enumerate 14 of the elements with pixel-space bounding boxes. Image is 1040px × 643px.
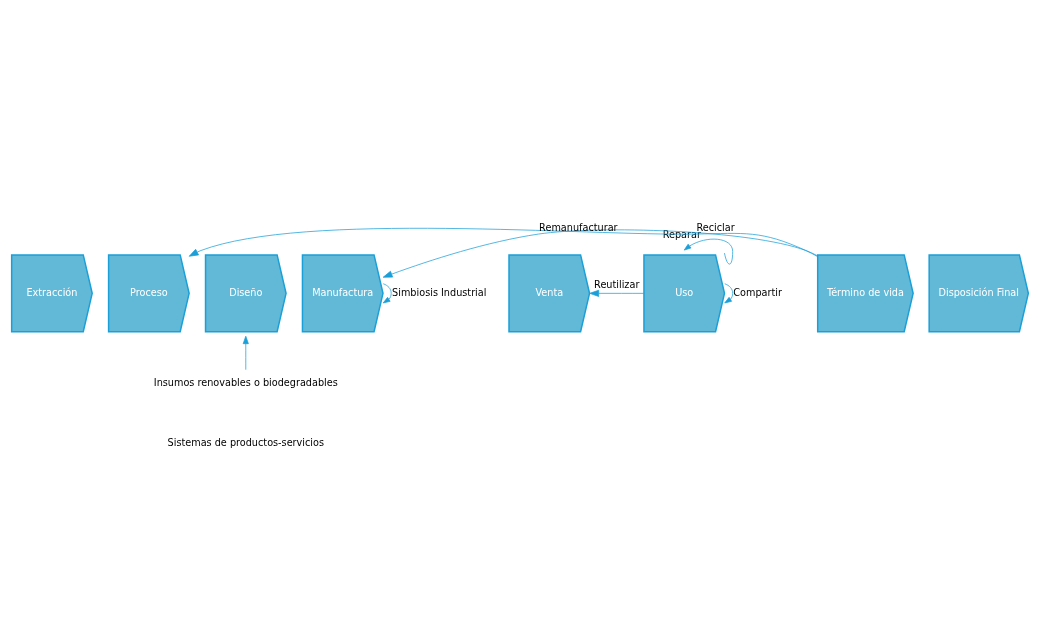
arrow [242, 335, 249, 371]
arrow [382, 229, 818, 278]
arrow [683, 238, 734, 265]
edge-label: Simbiosis Industrial [392, 286, 487, 298]
edge-label: Reutilizar [594, 279, 640, 291]
arrow [589, 289, 645, 297]
arrow [724, 283, 734, 304]
arrow [382, 283, 392, 304]
arrow [188, 228, 818, 257]
label: Sistemas de productos-servicios [167, 437, 325, 449]
edge-label: Reparar [662, 229, 701, 241]
edge-label: Remanufacturar [539, 222, 618, 234]
edge-label: Compartir [733, 286, 782, 298]
node-text: Insumos renovables o biodegradables [153, 376, 338, 388]
